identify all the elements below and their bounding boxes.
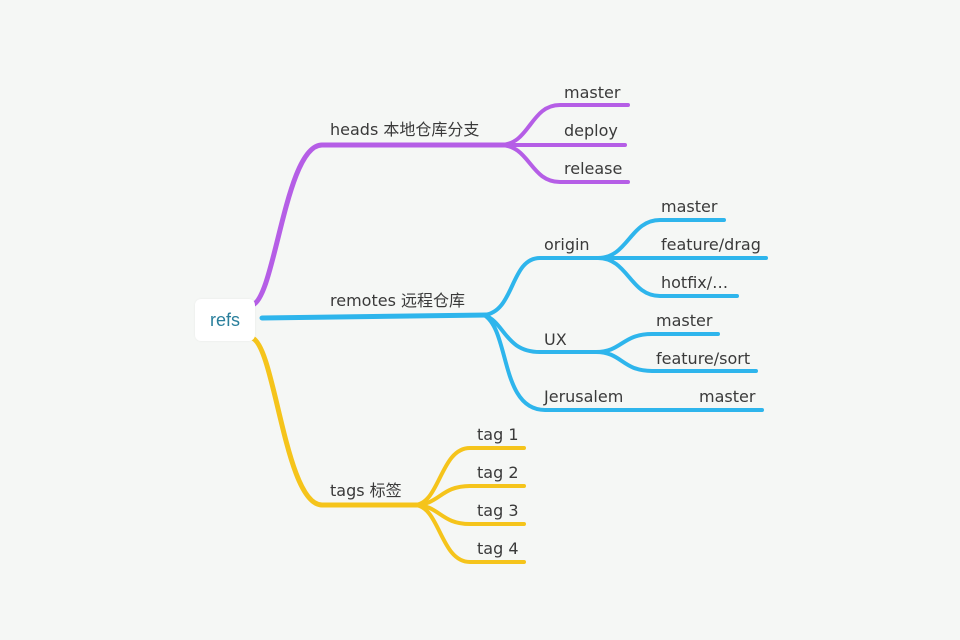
node-heads-master[interactable]: master (564, 83, 621, 102)
node-heads-deploy[interactable]: deploy (564, 121, 618, 140)
root-node[interactable]: refs (195, 299, 255, 341)
link-root-heads (249, 142, 511, 308)
node-tag-3[interactable]: tag 3 (477, 501, 519, 520)
node-origin[interactable]: origin (544, 235, 590, 254)
link-remotes-jerusalem (482, 313, 634, 412)
node-heads[interactable]: heads 本地仓库分支 (330, 120, 480, 139)
link-tags-4 (412, 503, 526, 564)
node-origin-feature-drag[interactable]: feature/drag (661, 235, 761, 254)
node-jerusalem-master[interactable]: master (699, 387, 756, 406)
node-ux[interactable]: UX (544, 330, 567, 349)
node-tags[interactable]: tags 标签 (330, 481, 402, 500)
root-label: refs (209, 309, 240, 330)
link-ux-sort (594, 350, 758, 373)
link-root-tags (249, 335, 421, 508)
node-origin-master[interactable]: master (661, 197, 718, 216)
node-origin-hotfix[interactable]: hotfix/… (661, 273, 729, 292)
node-jerusalem[interactable]: Jerusalem (544, 387, 624, 406)
node-ux-feature-sort[interactable]: feature/sort (656, 349, 751, 368)
link-origin-hotfix (596, 256, 739, 298)
link-heads-release (498, 143, 630, 184)
node-heads-release[interactable]: release (564, 159, 623, 178)
node-tag-1[interactable]: tag 1 (477, 425, 519, 444)
node-tag-2[interactable]: tag 2 (477, 463, 519, 482)
link-remotes-origin (482, 256, 602, 317)
link-root-remotes (259, 312, 491, 321)
node-ux-master[interactable]: master (656, 311, 713, 330)
node-remotes[interactable]: remotes 远程仓库 (330, 291, 465, 310)
node-tag-4[interactable]: tag 4 (477, 539, 519, 558)
